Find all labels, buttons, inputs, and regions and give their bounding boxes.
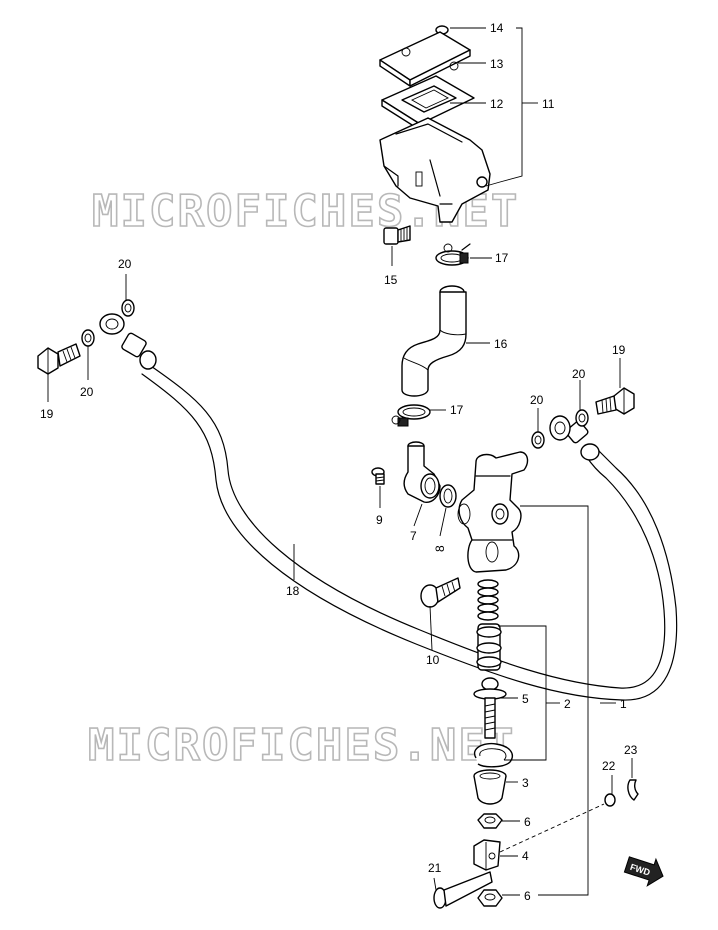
callout-19-right: 19 — [612, 343, 626, 357]
brake-hose-long — [99, 313, 678, 701]
cotter-pin — [627, 779, 639, 801]
callout-15: 15 — [384, 273, 398, 287]
callout-2: 2 — [564, 697, 571, 711]
forward-direction-arrow: FWD — [623, 856, 664, 887]
callout-17-upper: 17 — [495, 251, 509, 265]
callout-3: 3 — [522, 776, 529, 790]
callout-20-left-bottom: 20 — [80, 385, 94, 399]
callout-20-left-top: 20 — [118, 257, 132, 271]
callout-4: 4 — [522, 849, 529, 863]
sealing-washer-right-a — [575, 409, 589, 427]
hose-clamp-lower — [391, 404, 431, 427]
callout-13: 13 — [490, 57, 504, 71]
callout-14: 14 — [490, 21, 504, 35]
push-rod — [473, 677, 507, 739]
callout-12: 12 — [490, 97, 504, 111]
clevis-joint — [473, 839, 501, 871]
callout-9: 9 — [376, 513, 383, 527]
sealing-washer-right-b — [531, 431, 545, 449]
callout-20-right-bottom: 20 — [530, 393, 544, 407]
callout-20-right-top: 20 — [572, 367, 586, 381]
callout-17-lower: 17 — [450, 403, 464, 417]
piston-spring — [477, 579, 499, 621]
master-cylinder-body — [457, 451, 529, 573]
callout-10: 10 — [426, 653, 440, 667]
callout-16: 16 — [494, 337, 508, 351]
piston-assembly — [476, 623, 502, 671]
fitting-screw — [371, 467, 385, 485]
hose-fitting-elbow — [403, 441, 441, 503]
mounting-bolt — [420, 577, 461, 608]
watermark-bottom: MICROFICHES.NET — [88, 720, 515, 771]
callout-6-upper: 6 — [524, 815, 531, 829]
callout-21: 21 — [428, 861, 442, 875]
reservoir-hose — [401, 285, 467, 397]
sealing-washer-left-b — [121, 299, 135, 317]
callout-8: 8 — [433, 545, 447, 552]
pin-washer — [604, 793, 616, 807]
callout-22: 22 — [602, 759, 616, 773]
callout-5: 5 — [522, 692, 529, 706]
reservoir-body — [379, 117, 491, 223]
clevis-pin — [433, 871, 493, 909]
callout-7: 7 — [410, 529, 417, 543]
lock-nut-upper — [477, 813, 503, 829]
lock-nut-lower — [477, 889, 503, 907]
callout-18: 18 — [286, 584, 300, 598]
hose-clamp-upper — [435, 243, 471, 266]
o-ring — [439, 484, 457, 508]
callout-6-lower: 6 — [524, 889, 531, 903]
callout-23: 23 — [624, 743, 638, 757]
callout-11: 11 — [542, 97, 555, 111]
banjo-bolt-right — [595, 387, 635, 415]
callout-1: 1 — [620, 697, 627, 711]
banjo-bolt-left — [37, 343, 81, 375]
circlip — [473, 742, 514, 768]
reservoir-diaphragm — [381, 75, 475, 131]
sealing-washer-left-a — [81, 329, 95, 347]
reservoir-cap — [379, 31, 471, 87]
callout-19-left: 19 — [40, 407, 54, 421]
dust-boot — [473, 769, 507, 805]
reservoir-mount-bolt — [383, 225, 411, 245]
leader-lines — [47, 27, 633, 896]
